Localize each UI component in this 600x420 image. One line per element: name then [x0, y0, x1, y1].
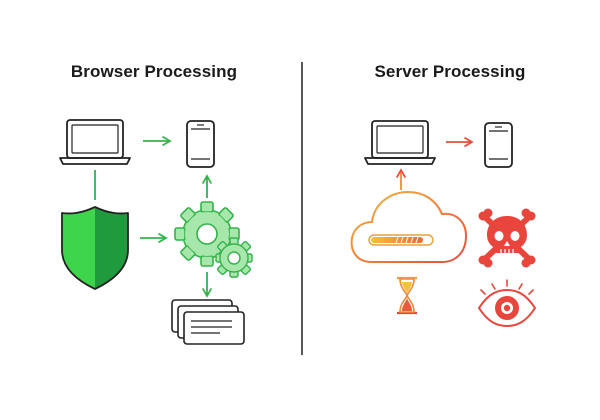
- laptop-icon: [59, 119, 131, 165]
- progress-bar-icon: [368, 234, 434, 246]
- smartphone-icon: [186, 120, 215, 168]
- server-panel-title: Server Processing: [374, 62, 526, 81]
- skull-crossbones-icon: [478, 208, 536, 268]
- smartphone-icon: [484, 122, 513, 168]
- shield-icon: [61, 206, 129, 290]
- hourglass-icon: [397, 276, 417, 315]
- eye-icon: [477, 279, 537, 328]
- cloud-icon: [350, 190, 468, 263]
- laptop-icon: [364, 120, 436, 165]
- browser-panel-title: Browser Processing: [70, 62, 238, 81]
- gears-icon: [174, 201, 253, 278]
- documents-icon: [171, 299, 245, 345]
